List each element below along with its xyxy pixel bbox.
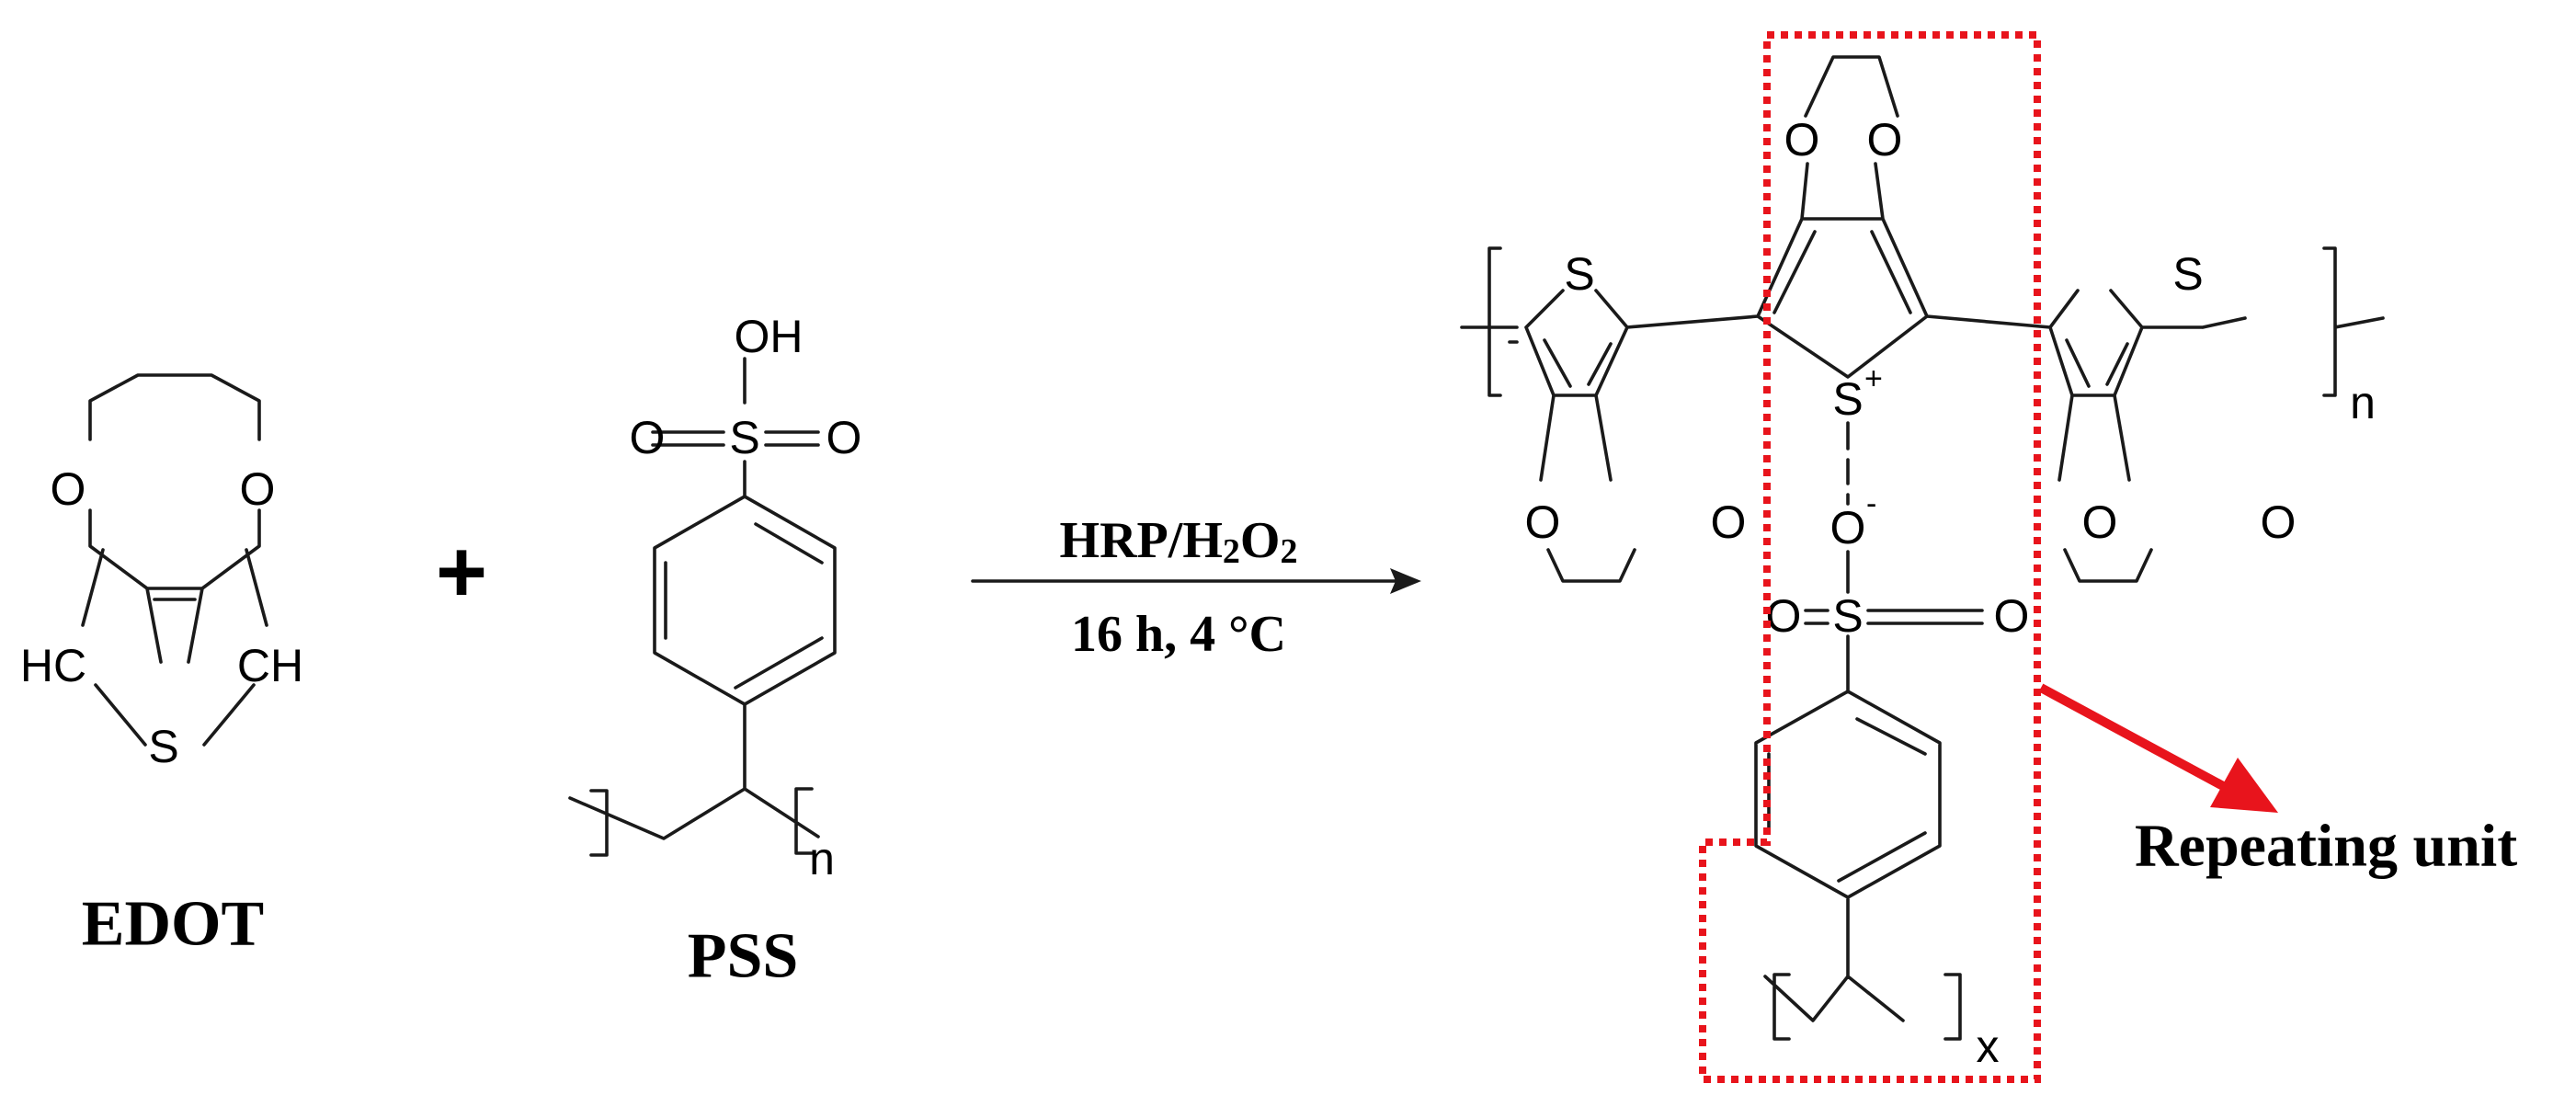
product-mid-oxygen-2: O (1867, 114, 1903, 165)
product-mid-oxygen-1: O (1784, 114, 1820, 165)
pss-structure: OH S O O n PSS (568, 311, 862, 992)
edot-oxygen-left: O (51, 463, 86, 515)
edot-ch-left: HC (20, 640, 86, 691)
pss-oxygen-left: O (630, 412, 666, 463)
pss-repeat-n: n (809, 833, 835, 884)
product-right-oxygen-2: O (2261, 496, 2297, 548)
product-repeat-x: x (1977, 1021, 2000, 1072)
reaction-conditions: 16 h, 4 °C (1071, 606, 1286, 663)
product-sulfonate-oxygen: O (1830, 502, 1866, 553)
repeating-unit-dotted-box (1699, 31, 2041, 1083)
product-sulfonate-oxygen-right: O (1994, 590, 2030, 642)
repeating-unit-highlight: Repeating unit (1699, 31, 2517, 1083)
product-sulfonate-oxygen-left: O (1766, 590, 1802, 642)
product-mid-sulfur-charge: + (1864, 361, 1883, 396)
product-left-oxygen-1: O (1525, 496, 1561, 548)
pss-name-label: PSS (688, 921, 799, 992)
repeating-unit-label: Repeating unit (2135, 813, 2517, 880)
product-sulfonate-charge: - (1866, 486, 1876, 521)
edot-structure: O O HC CH S EDOT (20, 373, 303, 960)
edot-sulfur: S (148, 721, 178, 772)
plus-sign: + (436, 523, 487, 622)
product-left-oxygen-2: O (1711, 496, 1747, 548)
reaction-arrow-group: HRP/H2O2 16 h, 4 °C (971, 512, 1421, 663)
edot-name-label: EDOT (82, 889, 264, 960)
product-sulfonate-sulfur: S (1832, 590, 1863, 642)
product-right-sulfur: S (2172, 248, 2203, 300)
pss-oxygen-right: O (826, 412, 862, 463)
product-bonds (1460, 55, 2385, 1041)
product-left-sulfur: S (1564, 248, 1594, 300)
pss-bonds (568, 357, 837, 857)
pss-hydroxyl: OH (735, 311, 804, 362)
edot-ch-right: CH (237, 640, 303, 691)
product-mid-sulfur: S (1832, 373, 1863, 425)
reaction-reagent: HRP/H2O2 (1060, 512, 1298, 571)
product-structure: S O O O O S + O - S O O S O O n x (1460, 55, 2385, 1072)
edot-oxygen-right: O (240, 463, 276, 515)
callout-arrow-shaft (2038, 683, 2228, 792)
product-right-oxygen-1: O (2082, 496, 2118, 548)
pss-sulfur: S (729, 412, 759, 463)
product-repeat-n: n (2350, 377, 2376, 428)
reaction-arrowhead (1390, 568, 1421, 594)
callout-arrowhead (2210, 758, 2278, 813)
edot-bonds (81, 373, 268, 747)
